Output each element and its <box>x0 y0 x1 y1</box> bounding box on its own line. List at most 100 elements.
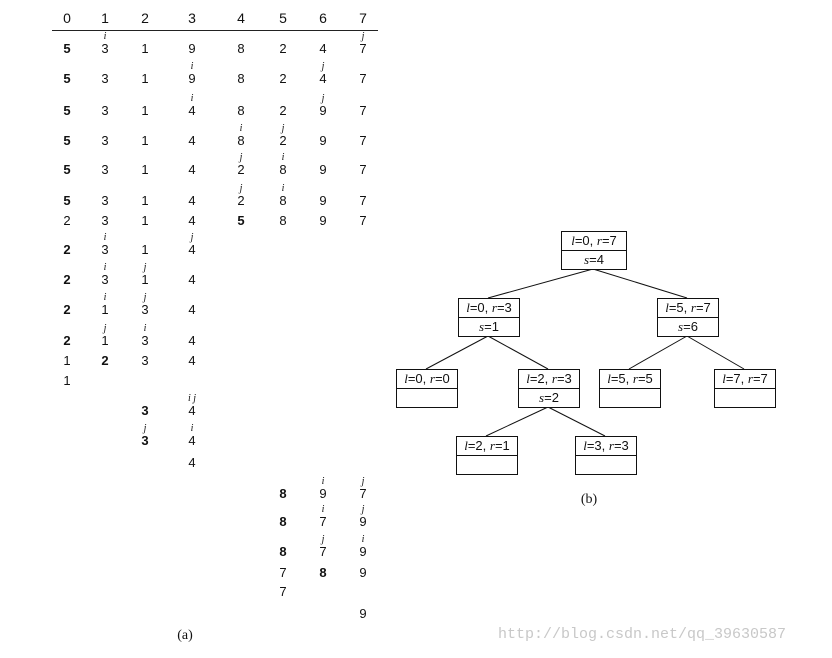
trace-cell: 8 <box>237 103 245 118</box>
trace-cell: 1 <box>141 193 149 208</box>
trace-cell: 9 <box>319 103 327 118</box>
trace-cell: 2 <box>63 242 71 257</box>
node-split <box>715 389 775 407</box>
trace-cell: 3 <box>141 302 149 317</box>
pointer-marker: j <box>239 152 243 163</box>
trace-cell: 4 <box>188 455 196 470</box>
trace-cell: 2 <box>63 333 71 348</box>
trace-cell: 8 <box>319 565 327 580</box>
tree-node: l=3, r=3 <box>575 436 637 475</box>
node-r: 3 <box>504 300 512 315</box>
pointer-marker: i j <box>187 393 197 404</box>
node-split: s=4 <box>584 252 604 267</box>
trace-cell: 4 <box>319 71 327 86</box>
header-rule <box>52 30 378 31</box>
node-l: 2 <box>537 371 545 386</box>
trace-cell: 9 <box>359 606 367 621</box>
node-split <box>576 456 636 474</box>
node-s: 6 <box>690 319 698 334</box>
trace-cell: 1 <box>141 71 149 86</box>
pointer-marker: j <box>361 31 365 42</box>
trace-cell: 1 <box>141 103 149 118</box>
tree-edge <box>686 335 745 370</box>
pointer-marker: j <box>190 232 194 243</box>
trace-cell: 1 <box>141 242 149 257</box>
trace-cell: 7 <box>359 41 367 56</box>
node-l: 7 <box>733 371 741 386</box>
index-header-0: 0 <box>63 10 71 26</box>
node-split <box>600 389 660 407</box>
trace-cell: 7 <box>359 71 367 86</box>
pointer-marker: j <box>143 292 147 303</box>
trace-cell: 7 <box>319 544 327 559</box>
tree-edge <box>487 335 549 370</box>
trace-cell: 2 <box>101 353 109 368</box>
pointer-marker: j <box>103 323 107 334</box>
trace-cell: 9 <box>319 133 327 148</box>
trace-cell: 1 <box>101 333 109 348</box>
trace-cell: 1 <box>141 162 149 177</box>
index-header-6: 6 <box>319 10 327 26</box>
trace-cell: 8 <box>237 71 245 86</box>
trace-cell: 5 <box>63 162 71 177</box>
pointer-marker: i <box>361 534 365 545</box>
trace-cell: 7 <box>279 565 287 580</box>
trace-cell: 2 <box>237 162 245 177</box>
trace-cell: 2 <box>279 103 287 118</box>
trace-cell: 1 <box>63 373 71 388</box>
trace-cell: 1 <box>141 213 149 228</box>
trace-cell: 7 <box>279 584 287 599</box>
trace-cell: 3 <box>101 41 109 56</box>
node-range: l=7, r=7 <box>715 370 775 389</box>
node-range: l=2, r=1 <box>457 437 517 456</box>
node-split: s=6 <box>678 319 698 334</box>
pointer-marker: i <box>103 262 107 273</box>
tree-edge <box>628 335 688 370</box>
trace-cell: 5 <box>63 133 71 148</box>
trace-cell: 8 <box>279 486 287 501</box>
trace-cell: 1 <box>141 133 149 148</box>
trace-cell: 8 <box>279 514 287 529</box>
pointer-marker: j <box>321 534 325 545</box>
pointer-marker: j <box>239 183 243 194</box>
tree-edge <box>592 268 688 299</box>
tree-edge <box>487 268 594 299</box>
trace-cell: 1 <box>101 302 109 317</box>
node-s: 4 <box>596 252 604 267</box>
trace-cell: 2 <box>63 213 71 228</box>
node-l: 0 <box>415 371 423 386</box>
node-split: s=1 <box>479 319 499 334</box>
trace-cell: 4 <box>188 403 196 418</box>
trace-cell: 9 <box>319 193 327 208</box>
node-r: 7 <box>609 233 617 248</box>
trace-cell: 3 <box>101 103 109 118</box>
tree-edge <box>547 406 606 437</box>
node-r: 7 <box>703 300 711 315</box>
trace-cell: 3 <box>141 353 149 368</box>
trace-cell: 9 <box>359 544 367 559</box>
trace-cell: 9 <box>319 162 327 177</box>
node-range: l=5, r=5 <box>600 370 660 389</box>
trace-cell: 2 <box>279 41 287 56</box>
tree-node: l=0, r=0 <box>396 369 458 408</box>
watermark: http://blog.csdn.net/qq_39630587 <box>498 626 787 643</box>
trace-cell: 3 <box>141 433 149 448</box>
pointer-marker: i <box>103 292 107 303</box>
trace-cell: 9 <box>188 41 196 56</box>
node-range: l=0, r=3 <box>459 299 519 318</box>
trace-cell: 1 <box>141 41 149 56</box>
trace-cell: 8 <box>237 41 245 56</box>
pointer-marker: i <box>190 423 194 434</box>
trace-cell: 9 <box>359 514 367 529</box>
tree-edge <box>485 406 549 437</box>
pointer-marker: j <box>321 93 325 104</box>
trace-cell: 8 <box>279 193 287 208</box>
trace-cell: 7 <box>319 514 327 529</box>
node-range: l=5, r=7 <box>658 299 718 318</box>
trace-cell: 3 <box>101 162 109 177</box>
node-range: l=2, r=3 <box>519 370 579 389</box>
node-range: l=0, r=0 <box>397 370 457 389</box>
trace-cell: 3 <box>101 213 109 228</box>
